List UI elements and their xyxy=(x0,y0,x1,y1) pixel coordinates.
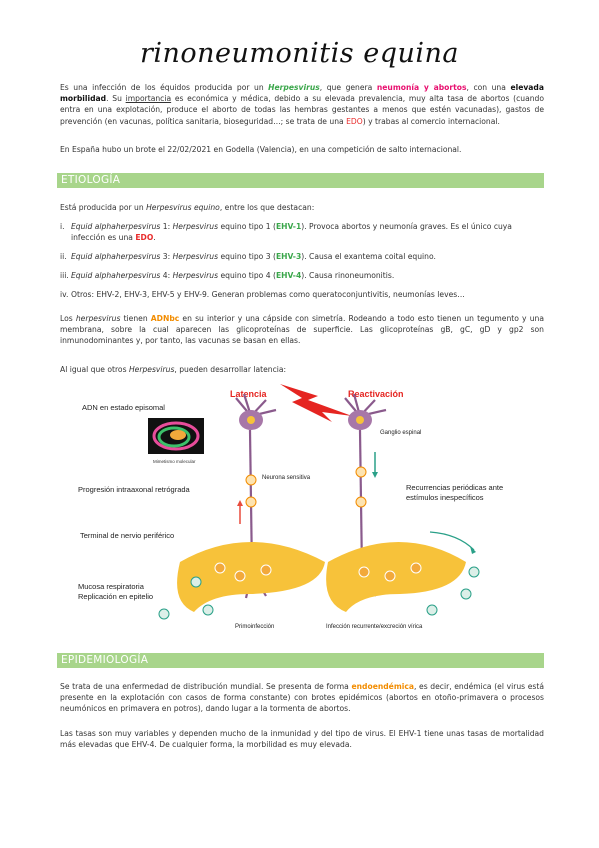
label-primoinfeccion: Primoinfección xyxy=(235,624,274,630)
label-ganglio: Ganglio espinal xyxy=(380,430,421,436)
intro-paragraph-2: En España hubo un brote el 22/02/2021 en… xyxy=(60,145,462,154)
label-recurrencias-2: estímulos inespecíficos xyxy=(406,493,484,502)
structure-paragraph: Los herpesvirus tienen ADNbc en su inter… xyxy=(60,314,544,346)
label-adn-episomal: ADN en estado episomal xyxy=(82,403,165,412)
section-header-etiologia: ETIOLOGÍA xyxy=(57,173,544,188)
label-recurrente: Infección recurrente/excreción vírica xyxy=(326,624,423,630)
epidemiologia-paragraph-1: Se trata de una enfermedad de distribuci… xyxy=(60,682,544,714)
morbilidad-highlight: elevada morbilidad xyxy=(60,83,544,104)
page-title: rinoneumonitis equina xyxy=(139,38,460,69)
section-header-epidemiologia: EPIDEMIOLOGÍA xyxy=(57,653,544,668)
label-mucosa-1: Mucosa respiratoria xyxy=(78,582,145,591)
etiologia-lead: Está producida por un Herpesvirus equino… xyxy=(60,203,315,212)
latencia-intro: Al igual que otros Herpesvirus, pueden d… xyxy=(60,365,287,374)
label-reactivacion: Reactivación xyxy=(348,389,404,399)
latency-diagram: Latencia Reactivación ADN en estado epis… xyxy=(78,384,503,630)
label-recurrencias-1: Recurrencias periódicas ante xyxy=(406,483,503,492)
label-terminal: Terminal de nervio periférico xyxy=(80,531,174,540)
list-item: i.Equid alphaherpesvirus 1: Herpesvirus … xyxy=(60,222,512,242)
lightning-icon xyxy=(280,384,352,422)
endoendemica-highlight: endoendémica xyxy=(351,682,414,691)
label-neurona: Neurona sensitiva xyxy=(262,475,311,481)
herpesvirus-highlight: Herpesvirus xyxy=(268,83,320,92)
mucosa-right xyxy=(326,542,466,612)
edo-highlight: EDO xyxy=(346,116,363,126)
label-progresion: Progresión intraaxonal retrógrada xyxy=(78,485,191,494)
label-latencia: Latencia xyxy=(230,389,268,399)
intro-paragraph-1: Es una infección de los équidos producid… xyxy=(60,83,545,126)
label-mimetismo: Mimetismo molecular xyxy=(153,459,196,464)
list-item: ii.Equid alphaherpesvirus 3: Herpesvirus… xyxy=(60,252,436,261)
label-mucosa-2: Replicación en epitelio xyxy=(78,592,153,601)
mucosa-left xyxy=(177,542,325,612)
neumonia-highlight: neumonía y abortos xyxy=(376,83,467,92)
list-item: iv.Otros: EHV-2, EHV-3, EHV-5 y EHV-9. G… xyxy=(60,290,465,299)
adn-highlight: ADNbc xyxy=(150,314,180,323)
list-item: iii.Equid alphaherpesvirus 4: Herpesviru… xyxy=(60,271,395,280)
epidemiologia-paragraph-2: Las tasas son muy variables y dependen m… xyxy=(60,729,544,750)
